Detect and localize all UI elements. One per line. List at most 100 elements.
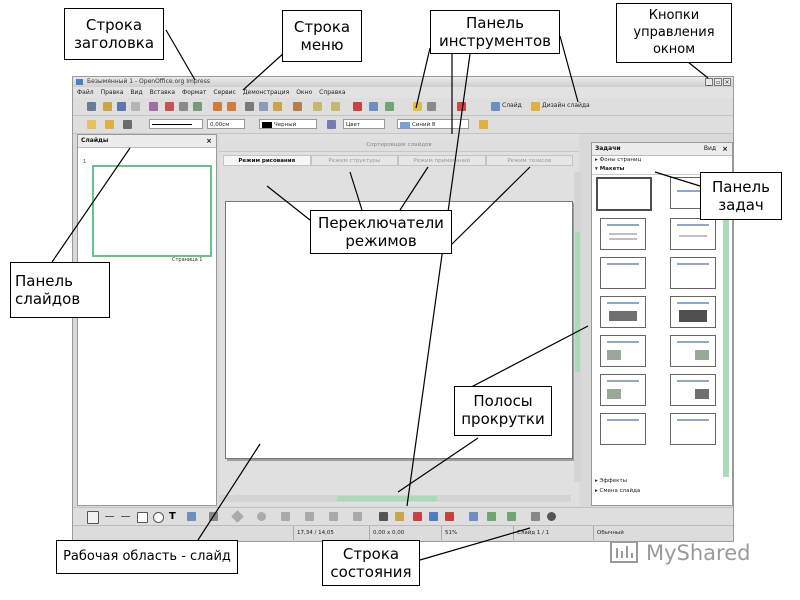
preview-icon[interactable] xyxy=(193,102,202,111)
section-backgrounds[interactable]: ▸ Фоны страниц xyxy=(595,157,642,163)
layout-title-box[interactable] xyxy=(670,257,716,289)
image-icon[interactable] xyxy=(385,102,394,111)
line-tool-icon[interactable] xyxy=(105,516,114,517)
open-icon[interactable] xyxy=(103,102,112,111)
maximize-button[interactable]: ▫ xyxy=(714,78,722,86)
menu-window[interactable]: Окно xyxy=(296,89,313,96)
gallery-icon[interactable] xyxy=(445,512,454,521)
layout-title-text[interactable] xyxy=(670,218,716,250)
layout-text-image[interactable] xyxy=(670,335,716,367)
layout-four[interactable] xyxy=(670,413,716,445)
menu-tools[interactable]: Сервис xyxy=(213,89,236,96)
block-arrows-icon[interactable] xyxy=(281,512,290,521)
layout-image-text[interactable] xyxy=(600,335,646,367)
tasks-view-menu[interactable]: Вид xyxy=(703,145,716,152)
spellcheck-icon[interactable] xyxy=(213,102,222,111)
layout-chart-text[interactable] xyxy=(670,374,716,406)
styles-icon[interactable] xyxy=(87,120,96,129)
status-zoom[interactable]: 51% xyxy=(441,526,460,540)
slides-pane-close-icon[interactable]: × xyxy=(206,137,212,145)
new-icon[interactable] xyxy=(87,102,96,111)
tab-drawing[interactable]: Режим рисования xyxy=(223,155,311,166)
edit-file-icon[interactable] xyxy=(149,102,158,111)
slide-design-button-label[interactable]: Дизайн слайда xyxy=(542,102,590,109)
navigator-icon[interactable] xyxy=(413,102,422,111)
copy-icon[interactable] xyxy=(259,102,268,111)
vertical-scroll-thumb[interactable] xyxy=(575,232,580,372)
arrow-style-icon[interactable] xyxy=(105,120,114,129)
menu-help[interactable]: Справка xyxy=(319,89,346,96)
arrow-tool-icon[interactable] xyxy=(121,516,130,517)
flowchart-icon[interactable] xyxy=(305,512,314,521)
layout-chart[interactable] xyxy=(600,296,646,328)
slide-thumbnail[interactable] xyxy=(92,165,212,257)
text-tool-icon[interactable]: T xyxy=(169,511,176,522)
zoom-icon[interactable] xyxy=(427,102,436,111)
line-style-icon[interactable] xyxy=(123,120,132,129)
menu-file[interactable]: Файл xyxy=(77,89,94,96)
slide-button-label[interactable]: Слайд xyxy=(502,102,522,109)
symbol-shapes-icon[interactable] xyxy=(257,512,266,521)
basic-shapes-icon[interactable] xyxy=(231,510,244,523)
pdf-icon[interactable] xyxy=(165,102,174,111)
undo-icon[interactable] xyxy=(313,102,322,111)
cut-icon[interactable] xyxy=(245,102,254,111)
menu-slideshow[interactable]: Демонстрация xyxy=(242,89,290,96)
menu-insert[interactable]: Вставка xyxy=(149,89,176,96)
layout-table[interactable] xyxy=(670,296,716,328)
stars-icon[interactable] xyxy=(353,512,362,521)
menu-view[interactable]: Вид xyxy=(130,89,143,96)
from-file-icon[interactable] xyxy=(429,512,438,521)
layout-title-two-text[interactable] xyxy=(600,413,646,445)
table-icon[interactable] xyxy=(369,102,378,111)
line-color-select[interactable]: Черный xyxy=(259,119,317,129)
menu-format[interactable]: Формат xyxy=(182,89,207,96)
line-style-select[interactable] xyxy=(149,119,203,129)
section-effects[interactable]: ▸ Эффекты xyxy=(595,478,628,484)
layout-text-chart[interactable] xyxy=(600,374,646,406)
tab-slide-sorter[interactable]: Сортировщик слайдов xyxy=(219,142,579,152)
help-icon[interactable] xyxy=(457,102,466,111)
layout-blank[interactable] xyxy=(596,177,652,211)
visibility-icon[interactable] xyxy=(547,512,556,521)
callouts-icon[interactable] xyxy=(329,512,338,521)
tab-outline[interactable]: Режим структуры xyxy=(310,155,398,166)
minimize-button[interactable]: _ xyxy=(705,78,713,86)
rotate-icon[interactable] xyxy=(469,512,478,521)
shadow-icon[interactable] xyxy=(479,120,488,129)
layout-title-two[interactable] xyxy=(600,257,646,289)
glue-points-icon[interactable] xyxy=(395,512,404,521)
slide-icon[interactable] xyxy=(491,102,500,111)
slide-design-icon[interactable] xyxy=(531,102,540,111)
autospell-icon[interactable] xyxy=(227,102,236,111)
curve-tool-icon[interactable] xyxy=(187,512,196,521)
align-icon[interactable] xyxy=(487,512,496,521)
section-transition[interactable]: ▸ Смена слайда xyxy=(595,488,641,494)
horizontal-scroll-thumb[interactable] xyxy=(337,496,437,501)
tab-notes[interactable]: Режим примечаний xyxy=(398,155,486,166)
chart-icon[interactable] xyxy=(353,102,362,111)
close-button[interactable]: × xyxy=(723,78,731,86)
redo-icon[interactable] xyxy=(331,102,340,111)
rectangle-tool-icon[interactable] xyxy=(137,512,148,523)
arrange-icon[interactable] xyxy=(507,512,516,521)
tab-handout[interactable]: Режим тезисов xyxy=(485,155,573,166)
tasks-pane-close-icon[interactable]: × xyxy=(722,145,728,153)
points-icon[interactable] xyxy=(379,512,388,521)
tasks-scrollbar[interactable] xyxy=(723,177,729,477)
fontwork-icon[interactable] xyxy=(413,512,422,521)
select-arrow-icon[interactable] xyxy=(87,511,99,524)
paste-icon[interactable] xyxy=(273,102,282,111)
vertical-scrollbar[interactable] xyxy=(574,172,581,482)
menu-edit[interactable]: Правка xyxy=(100,89,124,96)
area-icon[interactable] xyxy=(327,120,336,129)
extrusion-icon[interactable] xyxy=(531,512,540,521)
layout-title-content[interactable] xyxy=(600,218,646,250)
print-icon[interactable] xyxy=(179,102,188,111)
ellipse-tool-icon[interactable] xyxy=(153,512,164,523)
line-width-input[interactable]: 0,00см xyxy=(207,119,245,129)
area-color-select[interactable]: Синий 8 xyxy=(397,119,469,129)
area-style-select[interactable]: Цвет xyxy=(343,119,385,129)
connector-tool-icon[interactable] xyxy=(209,512,218,521)
save-icon[interactable] xyxy=(117,102,126,111)
